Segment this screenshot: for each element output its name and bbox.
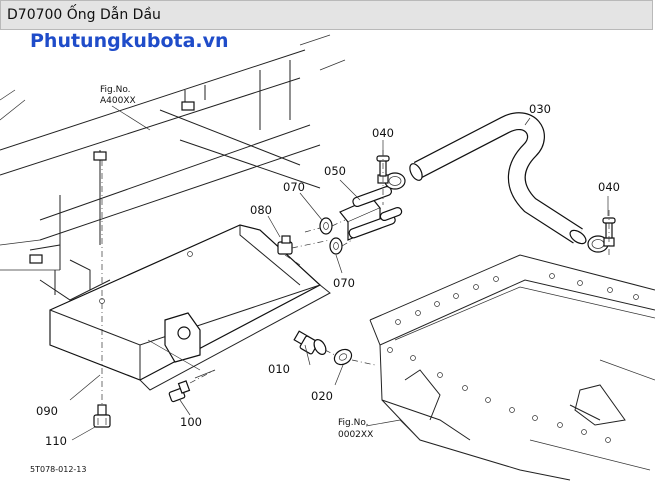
chassis-frame xyxy=(0,34,346,301)
cover-plate xyxy=(49,224,331,391)
bolt-100 xyxy=(168,369,216,403)
drain-plug-010 xyxy=(293,330,336,356)
figure-code: 5T078-012-13 xyxy=(30,465,86,474)
plug-080 xyxy=(277,235,331,266)
svg-text:0002XX: 0002XX xyxy=(338,430,373,440)
reference-label-top: Fig.No. A400XX xyxy=(100,85,136,106)
washer-020 xyxy=(333,348,376,366)
callout-020: 020 xyxy=(311,389,333,403)
callout-080: 080 xyxy=(250,203,272,217)
callout-010: 010 xyxy=(268,362,290,376)
oil-pan xyxy=(369,254,655,481)
callout-030: 030 xyxy=(529,102,551,116)
clamp-040-left xyxy=(376,150,406,205)
watermark-text: Phutungkubota.vn xyxy=(30,30,229,52)
parts-diagram: Fig.No. A400XX Fig.No. 0002XX 010 020 03… xyxy=(0,34,655,481)
svg-text:Fig.No.: Fig.No. xyxy=(338,418,369,428)
callout-040: 040 xyxy=(598,180,620,194)
reference-label-bottom: Fig.No. 0002XX xyxy=(338,418,373,440)
leader-lines xyxy=(69,105,609,441)
bolt-110 xyxy=(93,404,111,428)
callout-100: 100 xyxy=(180,415,202,429)
hose-030 xyxy=(409,112,587,245)
clamp-040-right xyxy=(587,210,616,258)
fitting-050 xyxy=(304,185,403,255)
callout-090: 090 xyxy=(36,404,58,418)
svg-text:A400XX: A400XX xyxy=(100,96,136,106)
callout-050: 050 xyxy=(324,164,346,178)
svg-text:Fig.No.: Fig.No. xyxy=(100,85,131,95)
callout-110: 110 xyxy=(45,434,67,448)
callout-040: 040 xyxy=(372,126,394,140)
oil-pan-bolt-holes xyxy=(387,273,639,443)
callout-070: 070 xyxy=(283,180,305,194)
callout-070: 070 xyxy=(333,276,355,290)
page-title: D70700 Ống Dẫn Dầu xyxy=(7,7,161,23)
title-bar: D70700 Ống Dẫn Dầu xyxy=(0,0,653,30)
